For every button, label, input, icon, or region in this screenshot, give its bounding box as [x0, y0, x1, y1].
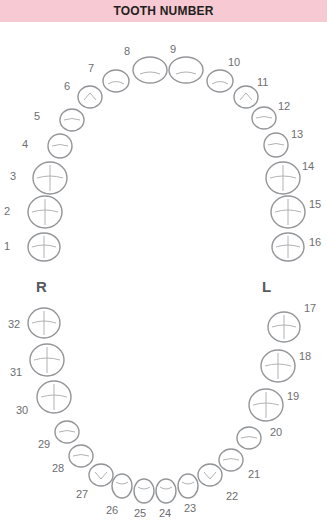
tooth-number: 26 — [106, 504, 118, 517]
tooth-number: 31 — [10, 366, 22, 379]
tooth-number: 17 — [304, 302, 316, 315]
tooth-number: 4 — [22, 138, 28, 151]
tooth-number: 5 — [34, 110, 40, 123]
tooth-number: 28 — [52, 462, 64, 475]
tooth-number: 11 — [257, 76, 268, 89]
tooth-number: 18 — [299, 350, 311, 363]
tooth-number: 25 — [134, 507, 146, 520]
tooth-number: 1 — [4, 240, 10, 253]
tooth-number: 30 — [16, 404, 28, 417]
tooth-number: 32 — [8, 318, 20, 331]
side-label: R — [36, 278, 47, 295]
tooth-number: 15 — [309, 198, 321, 211]
tooth-number: 3 — [10, 170, 16, 183]
tooth-number: 6 — [64, 80, 70, 93]
tooth-number: 19 — [287, 390, 299, 403]
tooth-number: 16 — [309, 236, 321, 249]
side-label: L — [262, 278, 271, 295]
tooth-number: 23 — [184, 502, 196, 515]
tooth-number: 10 — [228, 56, 240, 69]
tooth-number: 22 — [226, 490, 238, 503]
tooth-number: 14 — [302, 160, 314, 173]
tooth-number: 29 — [38, 438, 50, 451]
tooth-number: 12 — [278, 100, 290, 113]
tooth-number: 27 — [76, 488, 88, 501]
tooth-number: 20 — [270, 426, 282, 439]
tooth-number: 9 — [170, 43, 176, 56]
tooth-number: 2 — [4, 205, 10, 218]
tooth-number: 24 — [159, 507, 171, 520]
chart-title: TOOTH NUMBER — [113, 4, 213, 18]
tooth-number: 21 — [248, 468, 260, 481]
title-bar: TOOTH NUMBER — [0, 0, 327, 22]
tooth-number: 8 — [124, 45, 130, 58]
tooth-number: 13 — [291, 128, 303, 141]
tooth-number: 7 — [88, 62, 94, 75]
